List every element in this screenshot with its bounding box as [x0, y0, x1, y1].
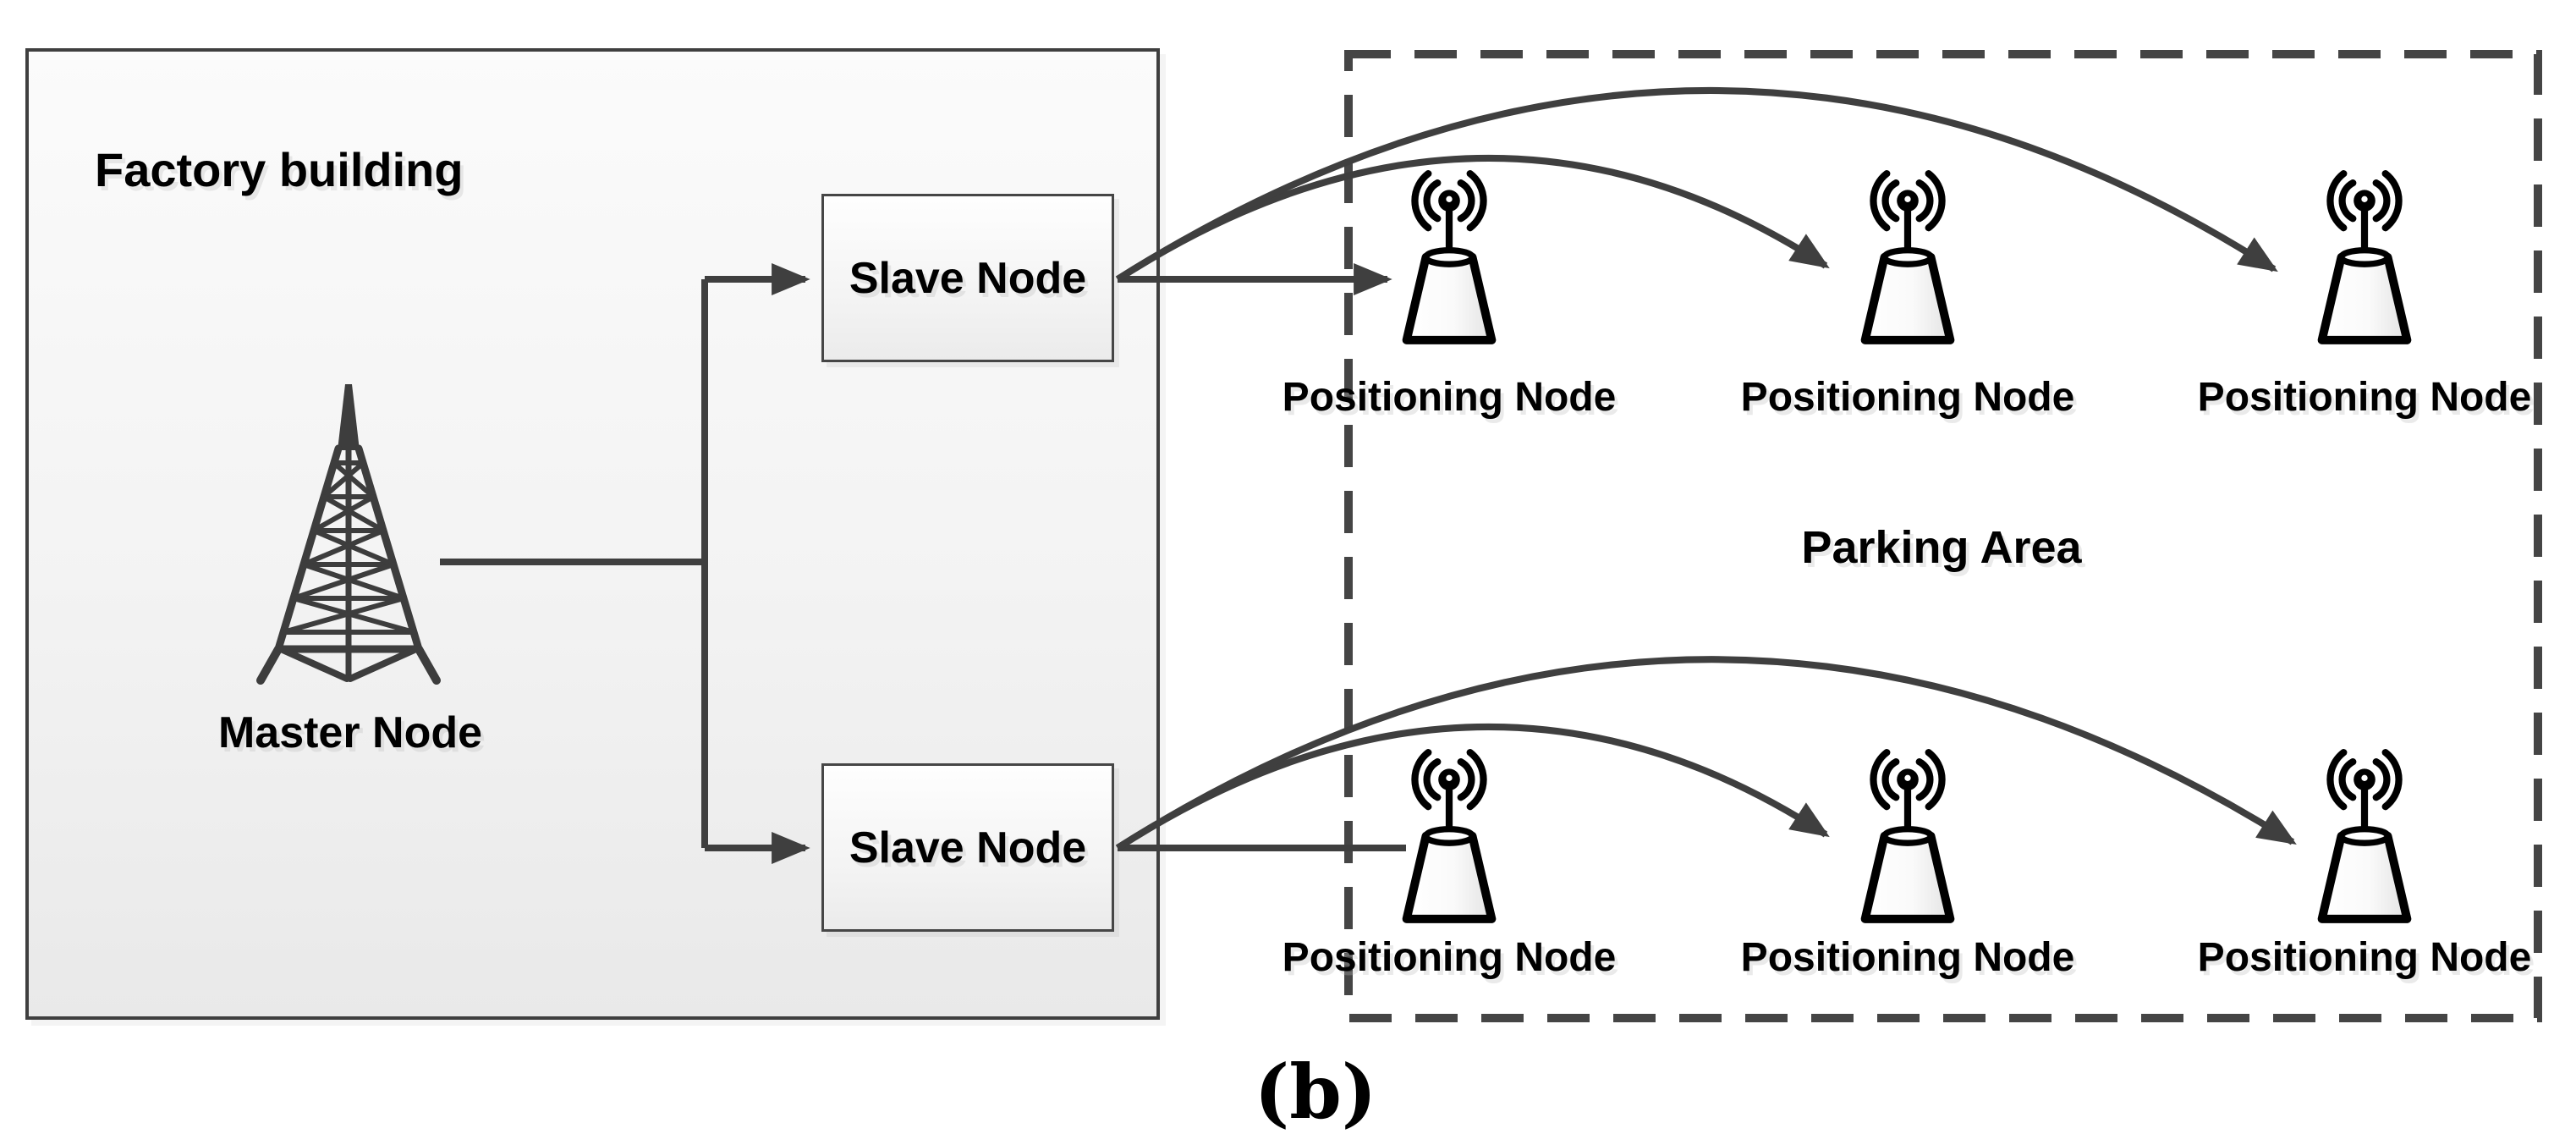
- antenna-beacon-icon: [1860, 749, 1955, 923]
- positioning-node-label: Positioning Node: [1740, 375, 2075, 420]
- slave-node-box-1: Slave Node: [821, 194, 1114, 362]
- positioning-node-label: Positioning Node: [1740, 935, 2075, 980]
- arc-slave1-to-node3: [1115, 87, 2278, 283]
- antenna-beacon-icon: [1860, 170, 1955, 344]
- slave-node-label: Slave Node: [849, 823, 1087, 873]
- antenna-beacon-icon: [2317, 749, 2412, 923]
- parking-area-title: Parking Area: [1801, 522, 2082, 573]
- slave-node-box-2: Slave Node: [821, 763, 1114, 932]
- positioning-node-label: Positioning Node: [2197, 935, 2532, 980]
- figure-caption: (b): [1254, 1048, 1377, 1136]
- positioning-node-label: Positioning Node: [1282, 935, 1617, 980]
- arc-slave2-to-node6: [1115, 656, 2297, 851]
- positioning-node-label: Positioning Node: [2197, 375, 2532, 420]
- factory-building-title: Factory building: [95, 143, 464, 196]
- antenna-beacon-icon: [1402, 170, 1497, 344]
- antenna-beacon-icon: [1402, 749, 1497, 923]
- antenna-beacon-icon: [2317, 170, 2412, 344]
- master-node-label: Master Node: [217, 708, 483, 757]
- positioning-node-label: Positioning Node: [1282, 375, 1617, 420]
- slave-node-label: Slave Node: [849, 253, 1087, 303]
